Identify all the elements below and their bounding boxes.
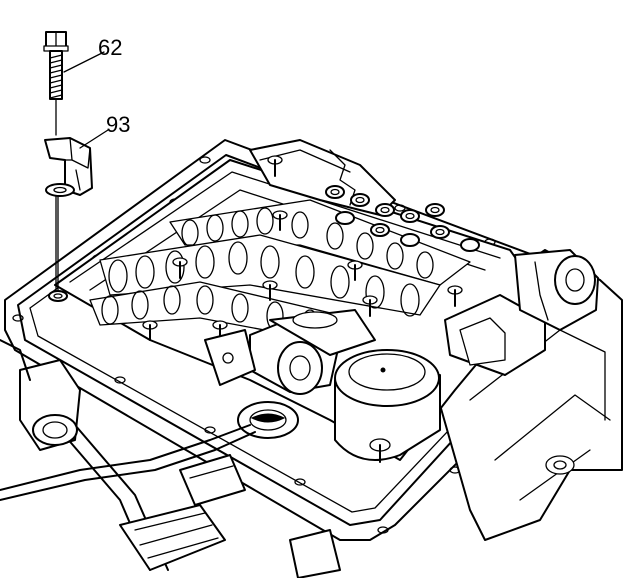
pressure-switch-assembly <box>444 249 599 376</box>
wiring-harness <box>0 339 341 578</box>
valve-body-bolts <box>142 155 533 341</box>
callout-62: 62 <box>63 35 122 73</box>
check-ball-plugs <box>325 185 480 252</box>
callout-93: 93 <box>79 112 130 149</box>
callout-93-label: 93 <box>106 112 130 137</box>
shift-solenoid <box>249 309 376 395</box>
valve-spools-middle <box>99 234 441 317</box>
bolt-62 <box>43 31 69 302</box>
accumulator-dome <box>334 349 441 463</box>
bracket-93 <box>44 137 93 197</box>
callout-62-label: 62 <box>98 35 122 60</box>
filter-seal <box>237 401 299 439</box>
detent-lever <box>204 329 256 386</box>
